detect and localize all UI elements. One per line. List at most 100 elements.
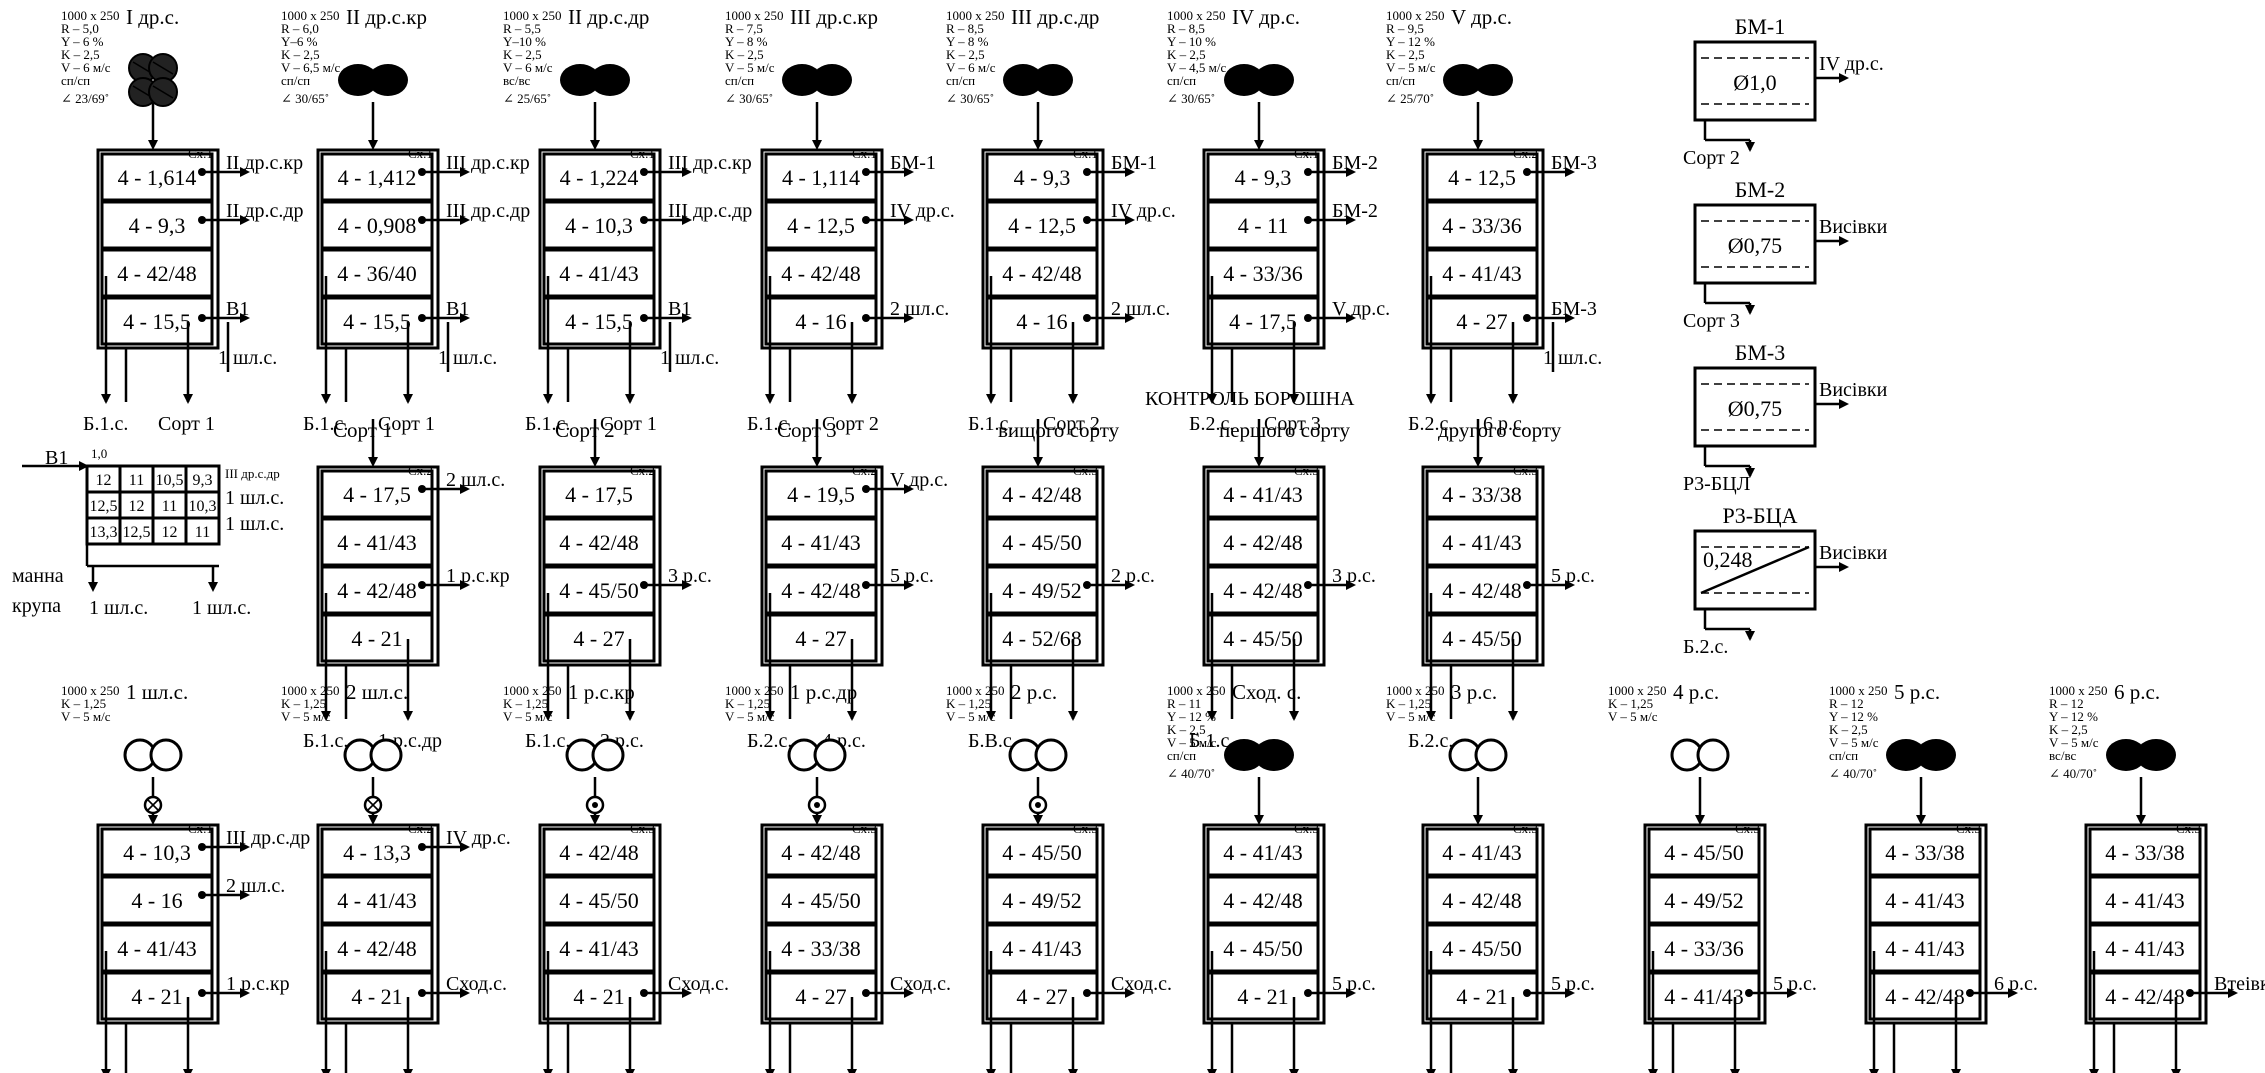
sieve-size-label: 4 - 45/50 xyxy=(1002,530,1081,555)
output-label: IV др.с. xyxy=(446,827,511,849)
output-label: 5 р.с. xyxy=(1551,973,1595,995)
output-label: Сход.с. xyxy=(446,973,507,995)
machine-sieve-size: 0,248 xyxy=(1703,547,1753,572)
arrow-head-icon xyxy=(2089,1069,2099,1073)
sifter-angle: ∠ 30/65˚ xyxy=(725,91,773,106)
arrow-head-icon xyxy=(590,815,600,825)
sieve-size-label: 4 - 1,614 xyxy=(118,165,197,190)
arrow-head-icon xyxy=(2171,1069,2181,1073)
grinding-rolls-icon xyxy=(1886,739,1956,771)
arrow-head-icon xyxy=(1565,313,1575,323)
arrow-head-icon xyxy=(148,140,158,150)
machine-param: сп/сп xyxy=(725,73,754,88)
arrow-head-icon xyxy=(460,842,470,852)
output-label: III др.с.кр xyxy=(668,152,752,174)
scheme-label: Сх.1 xyxy=(1073,146,1098,161)
arrow-head-icon xyxy=(1869,1069,1879,1073)
sieve-size-label: 4 - 41/43 xyxy=(1223,482,1302,507)
sieve-size-label: 4 - 41/43 xyxy=(781,530,860,555)
machine-param: K – 1,25 xyxy=(946,696,991,711)
bottom-output-label: Сорт 1 xyxy=(600,413,657,435)
sieve-size-label: 4 - 9,3 xyxy=(1014,165,1071,190)
grid-output-label: III др.с.др xyxy=(225,466,280,481)
arrow-head-icon xyxy=(543,1069,553,1073)
arrow-head-icon xyxy=(240,167,250,177)
grid-cell-value: 13,3 xyxy=(90,524,118,541)
arrow-head-icon xyxy=(765,394,775,404)
arrow-head-icon xyxy=(1346,313,1356,323)
arrow-head-icon xyxy=(1033,815,1043,825)
sieve-size-label: 4 - 42/48 xyxy=(781,261,860,286)
scheme-label: Сх.2 xyxy=(1513,146,1538,161)
machine-param: V – 5 м/с xyxy=(61,709,111,724)
machine-param: 1000 х 250 xyxy=(503,683,562,698)
arrow-head-icon xyxy=(183,394,193,404)
arrow-head-icon xyxy=(1254,815,1264,825)
sieve-size-label: 4 - 45/50 xyxy=(1664,840,1743,865)
sieve-size-label: 4 - 33/38 xyxy=(781,936,860,961)
arrow-head-icon xyxy=(240,890,250,900)
sieve-size-label: 4 - 42/48 xyxy=(1885,984,1964,1009)
bottom-output-label: Б.1.с. xyxy=(1189,730,1234,752)
arrow-head-icon xyxy=(240,988,250,998)
arrow-head-icon xyxy=(1839,236,1849,246)
machine-title: Р3-БЦА xyxy=(1723,503,1798,528)
output-label: Сход.с. xyxy=(890,973,951,995)
machine-param: Y – 12 % xyxy=(1167,709,1216,724)
sieve-cell xyxy=(764,827,878,877)
arrow-head-icon xyxy=(88,582,98,592)
scheme-label: Сх.3 xyxy=(2176,821,2201,836)
sieve-cell xyxy=(764,248,878,298)
machine-title: БМ-3 xyxy=(1735,340,1786,365)
sieve-cell xyxy=(764,152,878,202)
sifter-rolls-icon xyxy=(787,738,847,772)
machine-param: R – 7,5 xyxy=(725,21,763,36)
sifter-rolls-icon xyxy=(565,738,625,772)
sieve-size-label: 4 - 41/43 xyxy=(337,888,416,913)
sieve-size-label: 4 - 12,5 xyxy=(787,213,855,238)
bottom-output-label: Б.1.с. xyxy=(303,730,348,752)
arrow-head-icon xyxy=(986,394,996,404)
scheme-label: Сх.3 xyxy=(1073,463,1098,478)
section-title: I др.с. xyxy=(126,5,179,29)
sieve-cell xyxy=(1206,517,1320,567)
sieve-size-label: 4 - 21 xyxy=(1237,984,1288,1009)
grid-cell-value: 10,3 xyxy=(189,498,217,515)
output-label: 5 р.с. xyxy=(1773,973,1817,995)
machine-param: вс/вс xyxy=(2049,748,2077,763)
scheme-label: Сх.3 xyxy=(1294,821,1319,836)
section-title: Сорт 1 xyxy=(333,418,393,442)
output-label: 1 р.с.кр xyxy=(446,565,510,587)
sifter-rolls-icon xyxy=(1008,738,1068,772)
sieve-cell xyxy=(1425,565,1539,615)
sieve-cell xyxy=(320,923,434,973)
sieve-cell xyxy=(1206,875,1320,925)
arrow-head-icon xyxy=(1125,167,1135,177)
output-label: III др.с.кр xyxy=(446,152,530,174)
machine-param: K – 1,25 xyxy=(503,696,548,711)
machine-below-label: Сорт 3 xyxy=(1683,310,1740,332)
arrow-head-icon xyxy=(1207,1069,1217,1073)
machine-param: 1000 х 250 xyxy=(1608,683,1667,698)
sieve-size-label: 4 - 13,3 xyxy=(343,840,411,865)
section-title: 1 шл.с. xyxy=(126,680,188,704)
sieve-cell xyxy=(542,971,656,1021)
arrow-head-icon xyxy=(1508,711,1518,721)
arrow-head-icon xyxy=(1695,815,1705,825)
machine-param: 1000 х 250 xyxy=(281,8,340,23)
output-label: 2 р.с. xyxy=(1111,565,1155,587)
output-label: IV др.с. xyxy=(1111,200,1176,222)
section-title: 6 р.с. xyxy=(2114,680,2160,704)
section-title: 1 р.с.кр xyxy=(568,680,635,704)
sieve-size-label: 4 - 0,908 xyxy=(338,213,417,238)
machine-param: 1000 х 250 xyxy=(281,683,340,698)
scheme-label: Сх.3 xyxy=(630,821,655,836)
section-title: III др.с.др xyxy=(1011,5,1099,29)
output-label: БМ-2 xyxy=(1332,200,1378,222)
output-label: V др.с. xyxy=(1332,298,1390,320)
sieve-size-label: 4 - 21 xyxy=(131,984,182,1009)
sieve-cell xyxy=(1206,613,1320,663)
machine-param: K – 1,25 xyxy=(281,696,326,711)
sieve-cell xyxy=(985,565,1099,615)
